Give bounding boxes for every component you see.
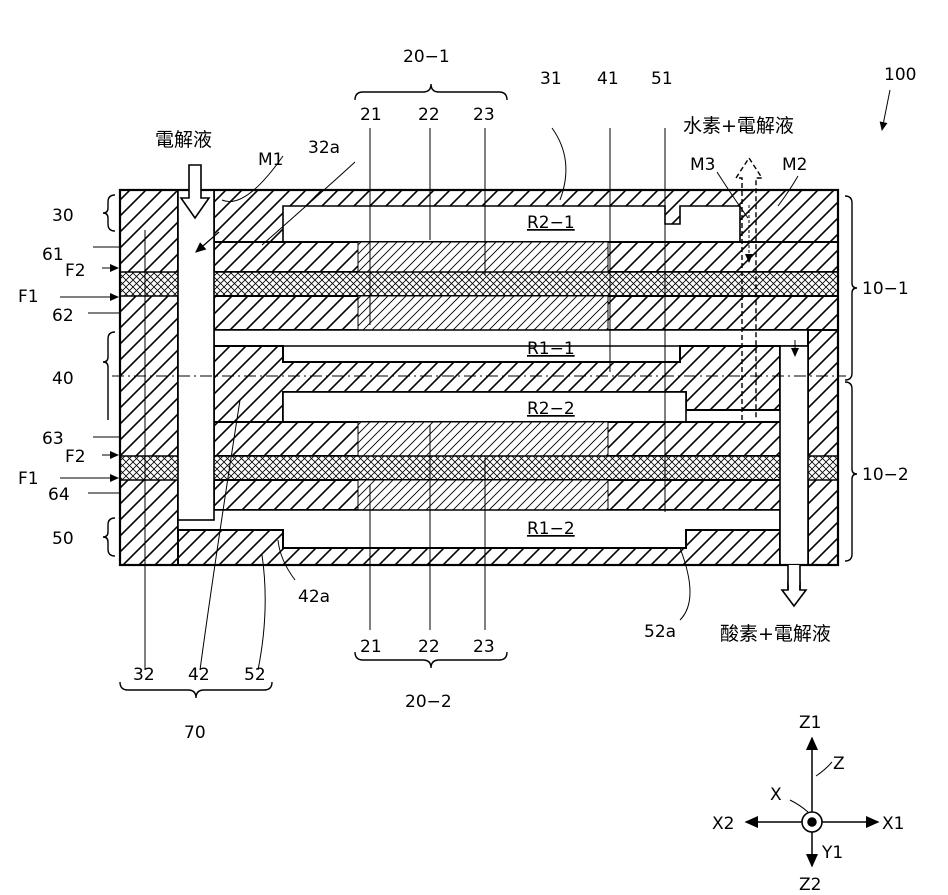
part-22-bottom: 22 (418, 637, 440, 657)
axis-x2: X2 (712, 814, 734, 834)
axis-z2: Z2 (799, 875, 821, 895)
label-10-2: 10−2 (862, 465, 909, 485)
mark-52a: 52a (644, 622, 676, 642)
outlet-arrow-icon (782, 582, 806, 606)
axis-z: Z (833, 754, 845, 774)
electrode-23-bottom (358, 480, 608, 510)
right-wall (808, 330, 838, 565)
ref-100: 100 (884, 65, 916, 85)
mark-42a: 42a (298, 587, 330, 607)
label-10-1: 10−1 (862, 279, 909, 299)
part-23-top: 23 (473, 105, 495, 125)
inlet-label: 電解液 (155, 129, 212, 151)
channel-label-r1-2: R1−2 (527, 519, 575, 539)
electrode-top-label: 20−1 (403, 47, 450, 67)
electrode-23-top (358, 296, 608, 330)
left-wall (120, 190, 178, 565)
mark-32a: 32a (308, 138, 340, 158)
axis-z1: Z1 (799, 713, 821, 733)
label-f1-bottom: F1 (18, 469, 39, 489)
channel-label-r1-1: R1−1 (527, 339, 575, 359)
ref-51: 51 (651, 69, 673, 89)
channel-r2-2 (283, 392, 686, 422)
label-f1-top: F1 (18, 287, 39, 307)
electrode-bottom-label: 20−2 (405, 692, 452, 712)
part-21-bottom: 21 (360, 637, 382, 657)
ref-32: 32 (133, 665, 155, 685)
mark-m1: M1 (258, 150, 283, 170)
mark-m3: M3 (690, 155, 715, 175)
label-61: 61 (42, 245, 64, 265)
part-21-top: 21 (360, 105, 382, 125)
outlet-bottom-label: 酸素+電解液 (720, 623, 831, 645)
label-50: 50 (52, 529, 74, 549)
axis-y1: Y1 (821, 843, 843, 863)
label-f2-bottom: F2 (65, 447, 86, 467)
membrane-top (120, 272, 838, 296)
outlet-channel (780, 346, 808, 565)
axes-diagram (746, 738, 878, 866)
ref-41: 41 (597, 69, 619, 89)
cell-stack (112, 190, 846, 565)
label-40: 40 (52, 369, 74, 389)
part-23-bottom: 23 (473, 637, 495, 657)
group-70: 70 (184, 723, 206, 743)
electrode-22-top (358, 242, 608, 272)
label-63: 63 (42, 429, 64, 449)
ref-31: 31 (540, 69, 562, 89)
outlet-top-label: 水素+電解液 (683, 115, 794, 137)
label-f2-top: F2 (65, 261, 86, 281)
ref-42: 42 (188, 665, 210, 685)
channel-label-r2-2: R2−2 (527, 399, 575, 419)
label-64: 64 (48, 485, 70, 505)
axis-x: X (770, 785, 782, 805)
mark-m2: M2 (782, 155, 807, 175)
inlet-channel (178, 190, 214, 520)
ref-52: 52 (244, 665, 266, 685)
label-62: 62 (52, 306, 74, 326)
electrode-22-bottom (358, 422, 608, 456)
part-22-top: 22 (418, 105, 440, 125)
channel-label-r2-1: R2−1 (527, 213, 575, 233)
axis-x1: X1 (882, 814, 904, 834)
label-30: 30 (52, 206, 74, 226)
